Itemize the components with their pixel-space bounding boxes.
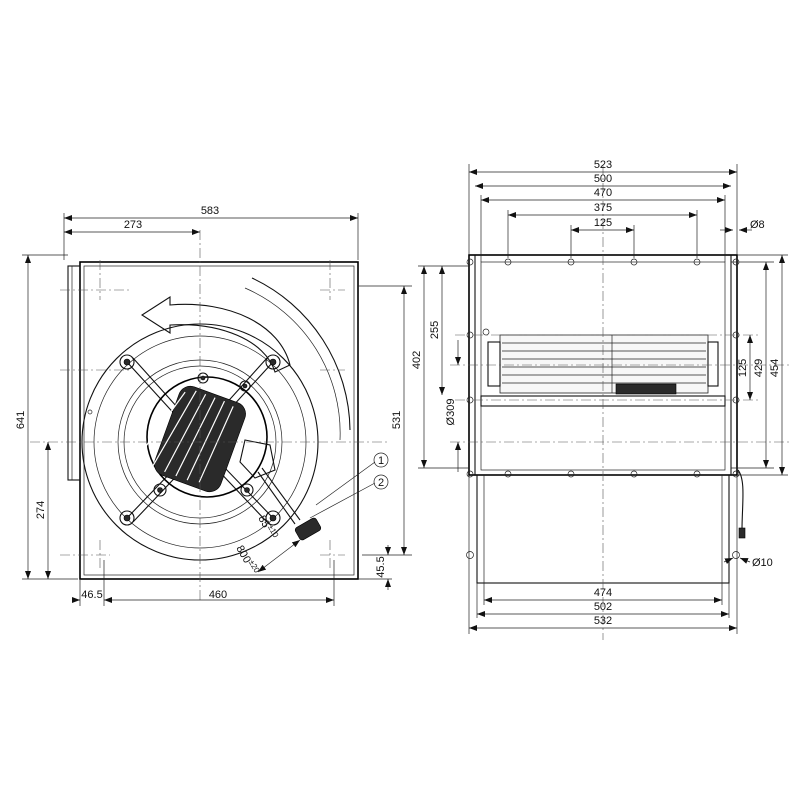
dim-46-5: 46.5	[81, 589, 102, 601]
svg-text:1: 1	[378, 455, 384, 467]
dim-125-top: 125	[594, 217, 612, 229]
dim-255: 255	[429, 321, 441, 339]
dim-500: 500	[594, 173, 612, 185]
motor-side	[499, 334, 709, 394]
dim-502: 502	[594, 601, 612, 613]
mount-bolts	[119, 354, 281, 526]
dim-583: 583	[201, 205, 219, 217]
dim-125-right: 125	[737, 359, 749, 377]
motor	[141, 376, 276, 498]
dim-402: 402	[411, 351, 423, 369]
mount-holes	[466, 258, 740, 559]
dim-273: 273	[124, 219, 142, 231]
left-view-side-plate	[67, 265, 81, 481]
rotation-arrow	[140, 295, 291, 373]
dim-474: 474	[594, 587, 612, 599]
dim-cable-800: 800±20	[233, 543, 261, 578]
dim-strip-85: 85±10	[255, 513, 280, 543]
dim-454: 454	[769, 359, 781, 377]
dim-460: 460	[209, 589, 227, 601]
dim-45-5: 45.5	[375, 556, 387, 577]
dim-309: Ø309	[445, 399, 457, 426]
dim-532: 532	[594, 615, 612, 627]
dim-531: 531	[391, 411, 403, 429]
left-view: 583 273 641 274 531 45.5 46.5 460 800	[15, 205, 412, 606]
dim-641: 641	[15, 411, 27, 429]
dim-hole-10: Ø10	[752, 557, 773, 569]
right-view: 523 500 470 375 125 Ø8 402 255 Ø309	[411, 159, 790, 640]
cable	[257, 467, 322, 541]
dim-470: 470	[594, 187, 612, 199]
callout-1	[373, 452, 389, 468]
dim-274: 274	[35, 501, 47, 519]
dim-hole-8: Ø8	[750, 219, 765, 231]
dim-375: 375	[594, 202, 612, 214]
dim-429: 429	[753, 359, 765, 377]
scroll-housing	[251, 277, 351, 431]
callout-2	[373, 474, 389, 490]
dim-523: 523	[594, 159, 612, 171]
svg-text:2: 2	[378, 477, 384, 489]
